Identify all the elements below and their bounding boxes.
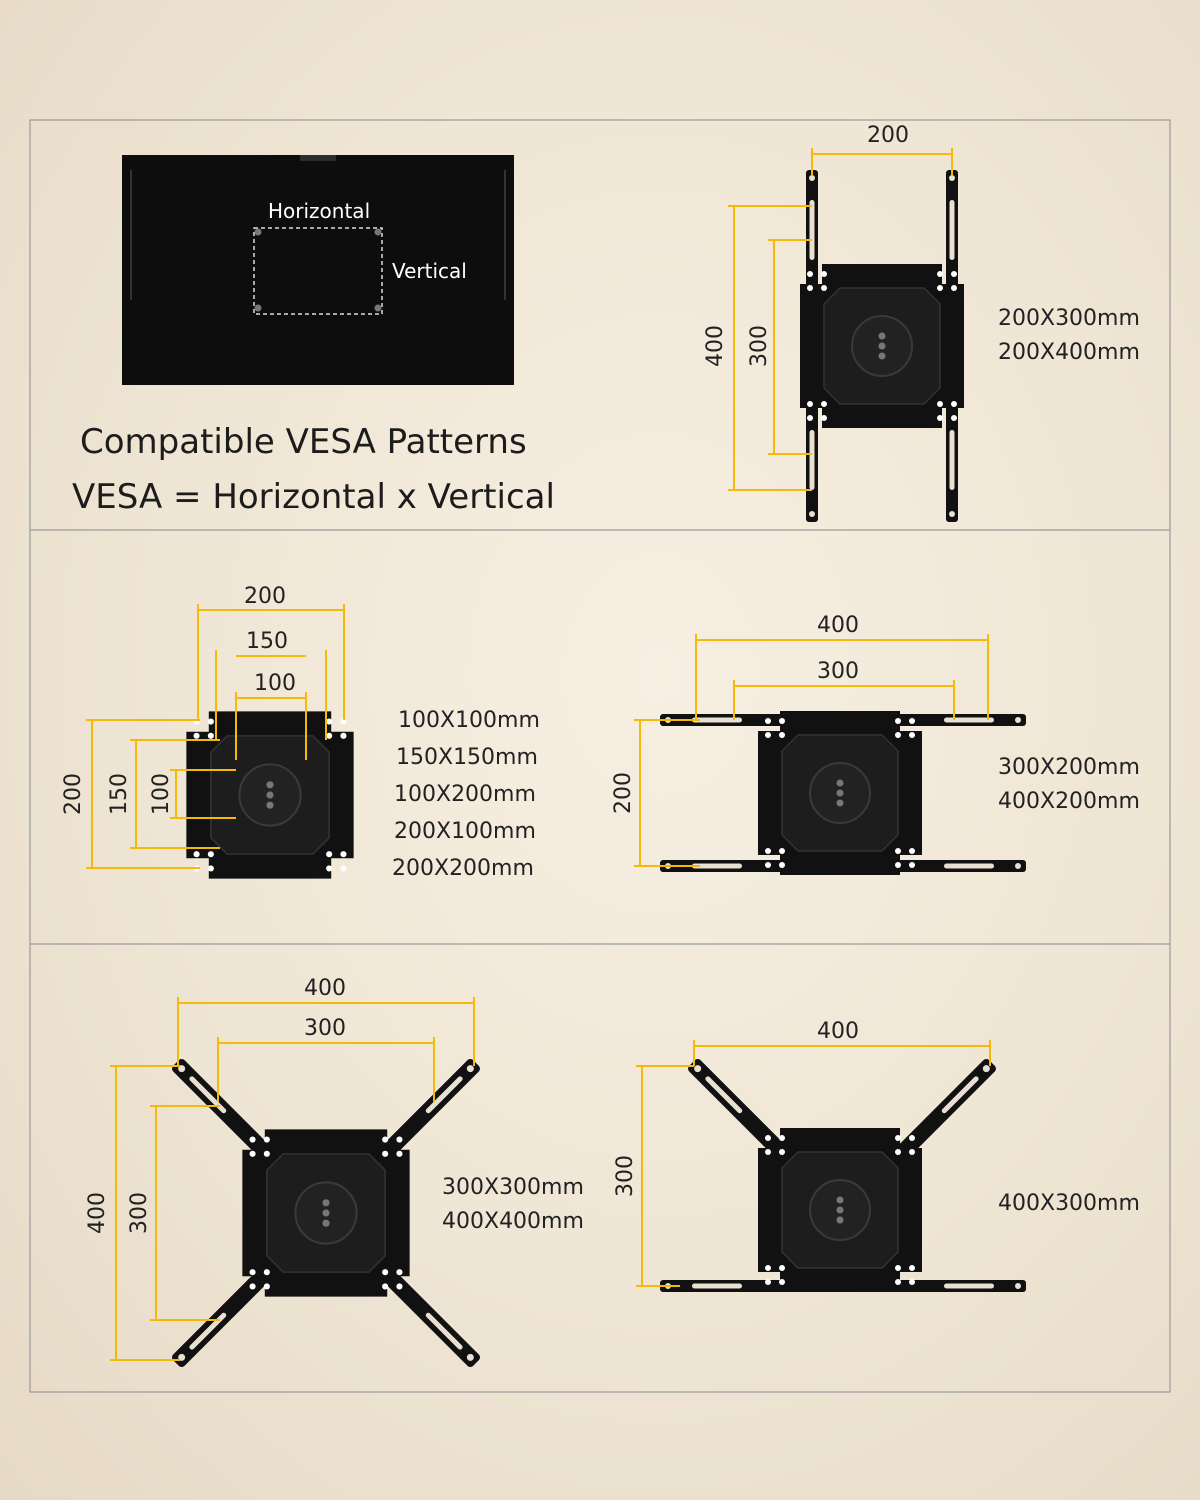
mount-base-plate [185, 710, 355, 880]
dim-horizontal-inner: 300 [817, 659, 859, 684]
pattern-x-2: 400X400mm [442, 1209, 584, 1234]
dim-horizontal-outer: 400 [817, 613, 859, 638]
dim-x-outer: 400 [304, 976, 346, 1001]
pattern-x-1: 300X300mm [442, 1175, 584, 1200]
pattern-base-2: 150X150mm [396, 745, 538, 770]
vertical-label: Vertical [392, 259, 467, 283]
dim-x-v-inner: 300 [127, 1192, 152, 1234]
dim-x-v-outer: 400 [85, 1192, 110, 1234]
dimension-lines-x [110, 997, 475, 1361]
dim-vertical-inner: 300 [747, 325, 772, 367]
mount-mixed [660, 1057, 1026, 1293]
horizontal-label: Horizontal [268, 199, 370, 223]
dim-mixed-vertical: 300 [613, 1155, 638, 1197]
dim-mixed-top: 400 [817, 1019, 859, 1044]
tv-back: Horizontal Vertical [122, 155, 514, 385]
pattern-base-4: 200X100mm [394, 819, 536, 844]
pattern-base-1: 100X100mm [398, 708, 540, 733]
dimension-lines-base [86, 604, 345, 869]
dim-base-v-outer: 200 [61, 773, 86, 815]
dim-base-v-inner: 100 [149, 773, 174, 815]
dimension-lines-mixed [636, 1040, 991, 1287]
vesa-hole-rectangle [253, 227, 383, 315]
pattern-horizontal-2: 400X200mm [998, 789, 1140, 814]
pattern-vertical-2: 200X400mm [998, 340, 1140, 365]
dimension-lines-horizontal [634, 634, 989, 867]
dim-horizontal-vertical: 200 [611, 772, 636, 814]
dim-base-h-mid: 150 [246, 629, 288, 654]
heading-compatible-vesa: Compatible VESA Patterns [80, 422, 527, 462]
pattern-horizontal-1: 300X200mm [998, 755, 1140, 780]
dim-base-h-outer: 200 [244, 584, 286, 609]
mount-x [170, 1057, 482, 1369]
heading-vesa-formula: VESA = Horizontal x Vertical [72, 477, 555, 517]
pattern-base-3: 100X200mm [394, 782, 536, 807]
pattern-mixed-1: 400X300mm [998, 1191, 1140, 1216]
pattern-vertical-1: 200X300mm [998, 306, 1140, 331]
dim-x-inner: 300 [304, 1016, 346, 1041]
mount-horizontal [660, 710, 1026, 876]
dim-base-v-mid: 150 [107, 773, 132, 815]
pattern-base-5: 200X200mm [392, 856, 534, 881]
dim-base-h-inner: 100 [254, 671, 296, 696]
dim-vertical-outer: 400 [703, 325, 728, 367]
dimension-lines-vertical [728, 148, 953, 491]
mount-vertical [799, 170, 965, 522]
dim-vertical-top: 200 [867, 123, 909, 148]
panel-frame [29, 119, 1171, 1393]
